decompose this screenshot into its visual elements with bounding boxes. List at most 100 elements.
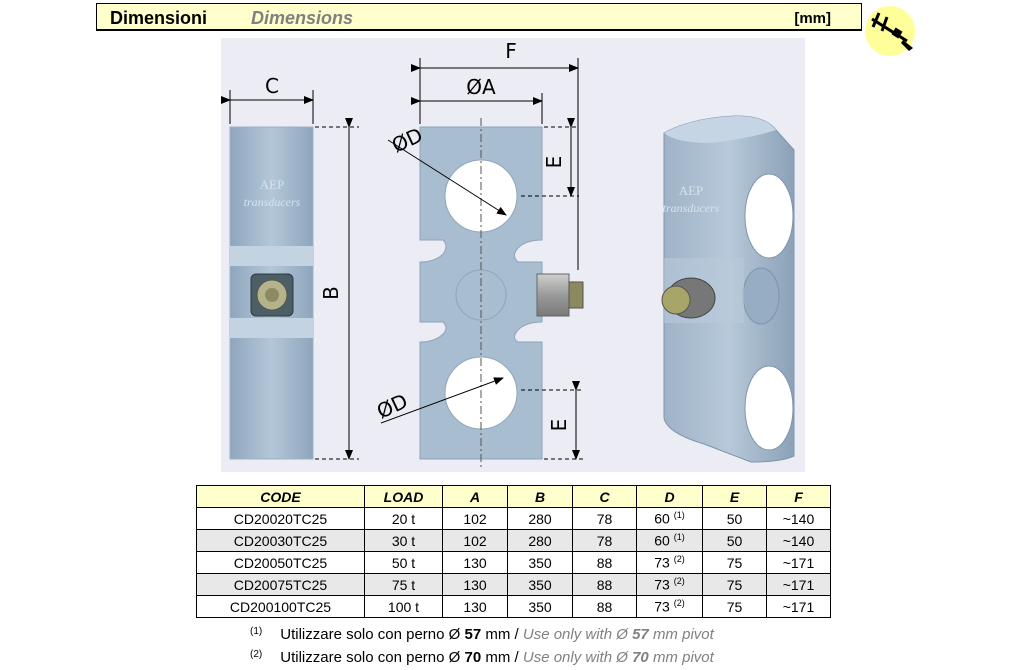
cell-c: 78: [572, 529, 637, 552]
brand-sub-iso: transducers: [663, 201, 720, 215]
footnote-it-prefix: Utilizzare solo con perno Ø: [280, 626, 461, 643]
cell-c: 88: [572, 595, 637, 618]
footnote-1: (1) Utilizzare solo con perno Ø 57 mm / U…: [250, 626, 714, 643]
cell-a: 130: [442, 551, 508, 574]
header-d: D: [636, 485, 703, 508]
dim-label-b: B: [319, 286, 343, 300]
footnote-en: Use only with Ø 57 mm pivot: [523, 626, 714, 643]
cell-code: CD20030TC25: [196, 529, 365, 552]
cell-b: 280: [507, 507, 573, 530]
cell-code: CD20020TC25: [196, 507, 365, 530]
footnote-it-value: 57: [464, 626, 482, 643]
header-a: A: [442, 485, 508, 508]
cell-a: 130: [442, 595, 508, 618]
title-italian: Dimensioni: [110, 8, 208, 28]
table-row: CD20020TC25 20 t 102 280 78 60 (1) 50 ~1…: [196, 507, 831, 530]
cell-load: 100 t: [364, 595, 443, 618]
footnote-en-prefix: Use only with Ø: [522, 649, 628, 666]
connector-icon: [250, 273, 294, 317]
cell-f: ~171: [766, 595, 831, 618]
cell-code: CD20050TC25: [196, 551, 365, 574]
cell-d: 73 (2): [636, 551, 703, 574]
unit-label: [mm]: [794, 10, 831, 27]
cell-d: 73 (2): [636, 573, 703, 596]
header-code: CODE: [196, 485, 365, 508]
cell-d-value: 73: [654, 598, 670, 615]
cell-e: 75: [702, 573, 767, 596]
table-header-row: CODE LOAD A B C D E F: [196, 485, 831, 508]
cell-b: 350: [507, 573, 573, 596]
footnote-it-prefix: Utilizzare solo con perno Ø: [280, 649, 461, 666]
table-row: CD20030TC25 30 t 102 280 78 60 (1) 50 ~1…: [196, 529, 831, 552]
footnote-en-value: 57: [632, 626, 649, 643]
dim-label-e-bottom: E: [547, 419, 571, 432]
footnote-en-prefix: Use only with Ø: [522, 626, 628, 643]
cell-a: 102: [442, 507, 508, 530]
footnote-en-suffix: mm pivot: [652, 649, 714, 666]
cell-d-value: 73: [654, 554, 670, 571]
cell-code: CD200100TC25: [196, 595, 365, 618]
footnote-en-suffix: mm pivot: [652, 626, 714, 643]
cell-load: 20 t: [364, 507, 443, 530]
footnote-en-value: 70: [632, 649, 649, 666]
cell-f: ~171: [766, 551, 831, 574]
dim-label-f: F: [505, 39, 517, 63]
header-f: F: [766, 485, 831, 508]
cell-c: 88: [572, 573, 637, 596]
footnote-en: Use only with Ø 70 mm pivot: [523, 649, 714, 666]
spec-table: CODE LOAD A B C D E F CD20020TC25 20 t 1…: [196, 485, 831, 618]
footnote-it-suffix: mm /: [485, 626, 519, 643]
title-english: Dimensions: [251, 8, 354, 28]
cell-a: 130: [442, 573, 508, 596]
dim-label-c: C: [265, 74, 279, 98]
header-load: LOAD: [364, 485, 443, 508]
cell-d-note: (2): [673, 576, 685, 587]
front-view: F ØA ØD ØD E E: [373, 39, 584, 468]
cell-e: 75: [702, 595, 767, 618]
cell-c: 88: [572, 551, 637, 574]
cell-e: 75: [702, 551, 767, 574]
cell-d-note: (2): [673, 554, 685, 565]
table-row: CD200100TC25 100 t 130 350 88 73 (2) 75 …: [196, 595, 831, 618]
side-view: AEP transducers C B: [221, 74, 359, 460]
cell-c: 78: [572, 507, 637, 530]
header-c: C: [572, 485, 637, 508]
footnote-number: (2): [250, 649, 263, 660]
technical-drawing: AEP transducers C B F ØA ØD ØD: [221, 38, 805, 472]
table-row: CD20075TC25 75 t 130 350 88 73 (2) 75 ~1…: [196, 573, 831, 596]
cell-d: 60 (1): [636, 529, 703, 552]
caliper-icon: [865, 6, 915, 56]
cell-a: 102: [442, 529, 508, 552]
cell-load: 30 t: [364, 529, 443, 552]
isometric-view: AEP transducers: [661, 115, 795, 463]
cell-load: 75 t: [364, 573, 443, 596]
dim-label-e-top: E: [542, 156, 566, 169]
brand-mark-side: AEP: [260, 177, 285, 192]
footnote-it-suffix: mm /: [485, 649, 519, 666]
cell-f: ~140: [766, 529, 831, 552]
cell-d-note: (1): [673, 510, 685, 521]
brand-mark-iso: AEP: [679, 183, 704, 198]
cell-f: ~171: [766, 573, 831, 596]
cell-b: 350: [507, 551, 573, 574]
cell-f: ~140: [766, 507, 831, 530]
dim-label-a: ØA: [466, 75, 496, 99]
header-b: B: [507, 485, 573, 508]
cell-d: 60 (1): [636, 507, 703, 530]
cell-d: 73 (2): [636, 595, 703, 618]
cell-e: 50: [702, 529, 767, 552]
footnote-number: (1): [250, 626, 263, 637]
footnote-2: (2) Utilizzare solo con perno Ø 70 mm / U…: [250, 649, 714, 666]
section-header: Dimensioni Dimensions [mm]: [96, 3, 862, 31]
cell-d-value: 60: [654, 532, 670, 549]
cell-d-value: 60: [654, 510, 670, 527]
cell-d-note: (1): [673, 532, 685, 543]
cell-d-value: 73: [654, 576, 670, 593]
brand-sub-side: transducers: [244, 195, 301, 209]
cell-load: 50 t: [364, 551, 443, 574]
cell-d-note: (2): [673, 598, 685, 609]
cell-b: 350: [507, 595, 573, 618]
footnote-it-value: 70: [464, 649, 482, 666]
cell-code: CD20075TC25: [196, 573, 365, 596]
header-e: E: [702, 485, 767, 508]
